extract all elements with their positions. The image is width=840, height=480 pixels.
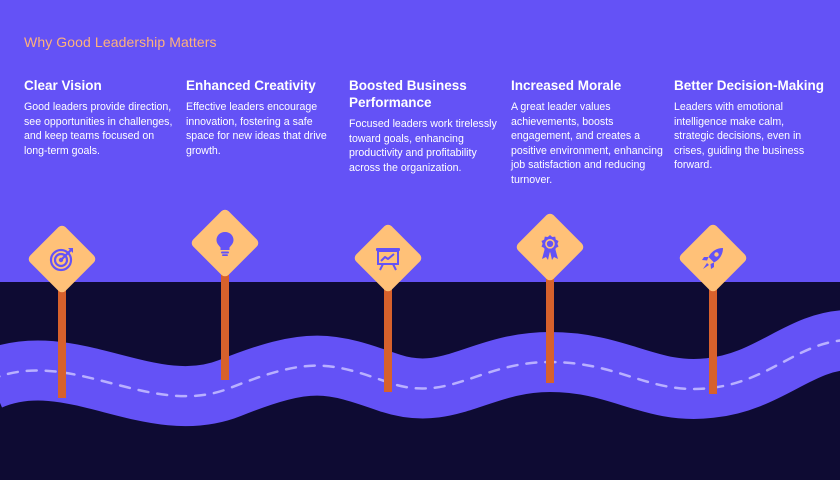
signpost-clear-vision	[26, 223, 98, 295]
step-better-decision-making: Better Decision-Making Leaders with emot…	[674, 77, 826, 173]
signpost-pole	[709, 262, 717, 394]
step-boosted-business-performance: Boosted Business Performance Focused lea…	[349, 77, 501, 175]
step-title: Enhanced Creativity	[186, 78, 316, 93]
step-description: Leaders with emotional intelligence make…	[674, 101, 805, 171]
step-description: A great leader values achievements, boos…	[511, 101, 663, 186]
step-clear-vision: Clear Vision Good leaders provide direct…	[24, 77, 176, 158]
page-title: Why Good Leadership Matters	[24, 34, 217, 50]
signpost-pole	[58, 262, 66, 398]
step-increased-morale: Increased Morale A great leader values a…	[511, 77, 663, 187]
step-description: Effective leaders encourage innovation, …	[186, 101, 327, 157]
rocket-icon	[702, 248, 723, 269]
lightbulb-icon	[216, 232, 234, 256]
signpost-pole	[221, 245, 229, 380]
signpost-better-decision-making	[677, 222, 749, 294]
signpost-increased-morale	[514, 211, 586, 283]
target-icon	[49, 248, 73, 272]
presentation-chart-icon	[376, 248, 400, 271]
signpost-enhanced-creativity	[189, 207, 261, 279]
step-description: Focused leaders work tirelessly toward g…	[349, 118, 497, 174]
award-badge-icon	[541, 235, 559, 260]
step-title: Clear Vision	[24, 78, 102, 93]
step-title: Better Decision-Making	[674, 78, 825, 93]
step-enhanced-creativity: Enhanced Creativity Effective leaders en…	[186, 77, 338, 158]
step-title: Boosted Business Performance	[349, 78, 467, 110]
step-description: Good leaders provide direction, see oppo…	[24, 101, 173, 157]
signpost-pole	[546, 250, 554, 383]
step-title: Increased Morale	[511, 78, 622, 93]
signpost-pole	[384, 262, 392, 392]
signpost-boosted-business-performance	[352, 222, 424, 294]
